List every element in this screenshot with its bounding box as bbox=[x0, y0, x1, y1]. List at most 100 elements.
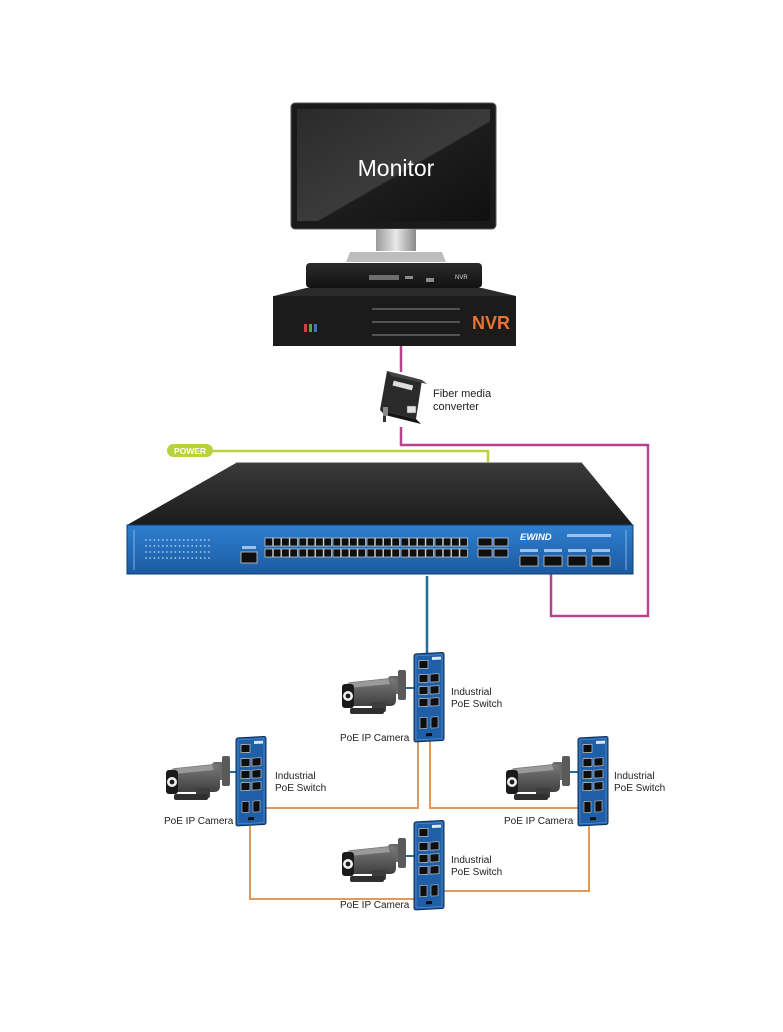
status-led bbox=[178, 551, 181, 553]
rj45-combo-port bbox=[477, 537, 493, 547]
status-led bbox=[195, 551, 198, 553]
rj45-port bbox=[425, 548, 434, 558]
sfp-port-label bbox=[520, 549, 538, 552]
converter-label-line1: Fiber media bbox=[433, 388, 492, 400]
main-switch: EWIND bbox=[126, 462, 634, 575]
camera-left bbox=[166, 756, 230, 800]
camera-top bbox=[342, 670, 406, 714]
rj45-port bbox=[306, 537, 316, 547]
switch-top-label-line2: PoE Switch bbox=[451, 699, 502, 710]
rj45-port bbox=[442, 537, 452, 547]
status-led bbox=[187, 557, 189, 559]
rj45-port bbox=[366, 537, 375, 547]
rj45-port bbox=[281, 537, 290, 547]
rj45-port bbox=[315, 537, 324, 547]
status-led bbox=[166, 545, 168, 547]
camera-right bbox=[506, 756, 570, 800]
sfp-port bbox=[519, 555, 539, 567]
rj45-port bbox=[349, 537, 358, 547]
rj45-port bbox=[400, 537, 409, 547]
industrial-switch-top bbox=[413, 651, 445, 743]
sfp-ports bbox=[519, 549, 611, 567]
status-led bbox=[182, 539, 185, 541]
rj45-port bbox=[281, 548, 290, 558]
converter-label-line2: converter bbox=[433, 401, 479, 413]
status-led bbox=[178, 557, 181, 559]
rj45-port bbox=[340, 537, 350, 547]
ring-link-top-left bbox=[262, 720, 419, 809]
rj45-port bbox=[332, 548, 341, 558]
status-led bbox=[187, 539, 189, 541]
rj45-port bbox=[298, 537, 307, 547]
switch-bottom-label-line1: Industrial bbox=[451, 855, 492, 866]
rj45-port bbox=[408, 548, 418, 558]
power-line bbox=[213, 449, 490, 462]
rj45-port bbox=[391, 548, 400, 558]
rj45-port bbox=[374, 548, 384, 558]
rj45-port bbox=[289, 548, 298, 558]
status-led bbox=[161, 557, 164, 559]
status-led bbox=[161, 539, 164, 541]
rj45-port bbox=[451, 548, 460, 558]
status-led bbox=[161, 545, 164, 547]
status-led bbox=[191, 545, 194, 547]
status-led bbox=[187, 545, 189, 547]
rj45-port bbox=[417, 548, 426, 558]
camera-bottom-label: PoE IP Camera bbox=[340, 900, 410, 911]
rj45-port bbox=[264, 537, 273, 547]
industrial-switch-bottom bbox=[413, 819, 445, 911]
status-led bbox=[174, 539, 177, 541]
nvr-front-label: NVR bbox=[455, 275, 468, 281]
status-led bbox=[157, 557, 160, 559]
industrial-switch-left bbox=[235, 735, 267, 827]
status-led bbox=[208, 545, 210, 547]
status-led bbox=[199, 545, 202, 547]
rj45-combo-port bbox=[493, 537, 509, 547]
switch-left-label-line2: PoE Switch bbox=[275, 783, 326, 794]
rj45-port bbox=[442, 548, 452, 558]
fiber-link bbox=[399, 427, 650, 618]
sfp-port-label bbox=[544, 549, 562, 552]
rj45-port bbox=[298, 548, 307, 558]
status-led bbox=[191, 539, 194, 541]
rj45-port bbox=[332, 537, 341, 547]
status-led bbox=[174, 557, 177, 559]
status-led bbox=[178, 545, 181, 547]
status-led bbox=[149, 557, 152, 559]
status-led bbox=[203, 545, 206, 547]
camera-right-label: PoE IP Camera bbox=[504, 816, 574, 827]
status-led bbox=[153, 557, 156, 559]
rj45-combo-port bbox=[477, 548, 493, 558]
status-led bbox=[153, 539, 156, 541]
status-led bbox=[203, 557, 206, 559]
camera-bottom bbox=[342, 838, 406, 882]
rj45-port bbox=[451, 537, 460, 547]
sfp-port-label bbox=[568, 549, 586, 552]
rj45-combo-port bbox=[493, 548, 509, 558]
status-led bbox=[191, 557, 194, 559]
status-led bbox=[208, 551, 210, 553]
rj45-port bbox=[459, 548, 468, 558]
status-led bbox=[182, 557, 185, 559]
status-led bbox=[174, 545, 177, 547]
status-led bbox=[182, 545, 185, 547]
ring-link-left-bottom bbox=[249, 826, 417, 900]
status-led bbox=[149, 551, 152, 553]
status-led bbox=[170, 551, 173, 553]
switch-brand: EWIND bbox=[520, 532, 552, 543]
sfp-port bbox=[543, 555, 563, 567]
switch-bottom-label-line2: PoE Switch bbox=[451, 867, 502, 878]
status-led bbox=[195, 539, 198, 541]
status-led bbox=[208, 539, 210, 541]
rj45-port bbox=[323, 548, 332, 558]
status-led bbox=[145, 545, 147, 547]
status-led bbox=[199, 539, 202, 541]
rj45-ports bbox=[264, 537, 509, 558]
switch-right-label-line1: Industrial bbox=[614, 771, 655, 782]
rj45-port bbox=[323, 537, 332, 547]
rj45-port bbox=[349, 548, 358, 558]
power-label: POWER bbox=[174, 446, 206, 456]
rj45-port bbox=[272, 548, 282, 558]
rj45-port bbox=[357, 548, 366, 558]
nvr-unit: NVR NVR bbox=[273, 263, 516, 346]
